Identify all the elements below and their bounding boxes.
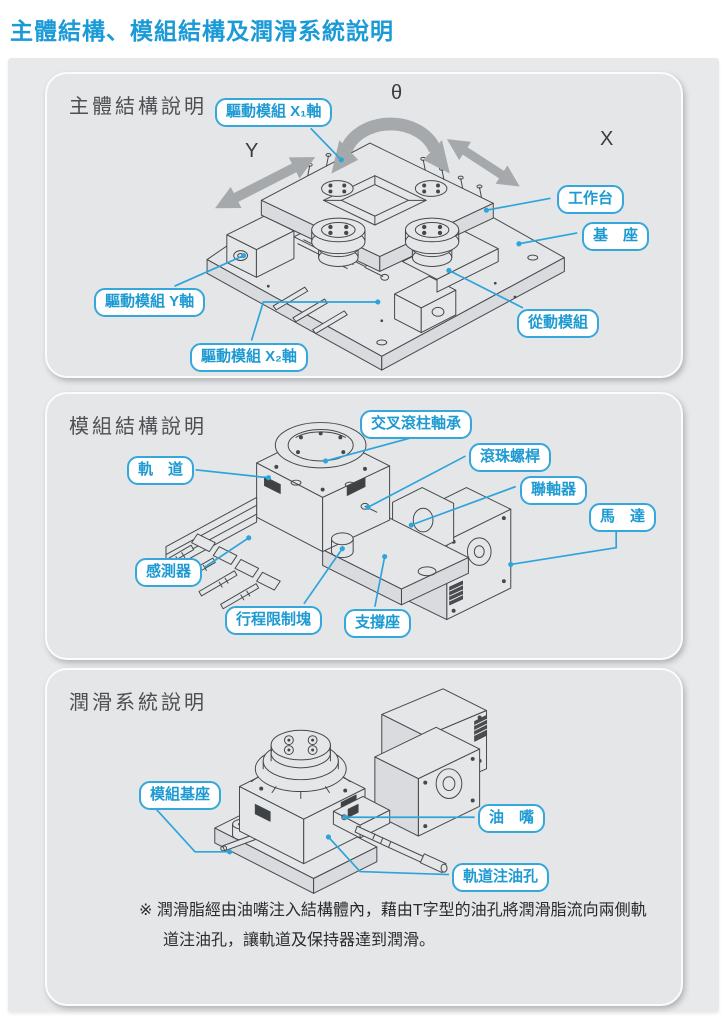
callout-sensor: 感測器: [135, 558, 203, 587]
motion-arrows: [214, 117, 520, 209]
panel-lubrication-system: 潤滑系統說明 模組基座 油 嘴 軌道注油孔 ※ 潤滑脂經由油嘴注入結構體內，藉由…: [45, 668, 683, 1006]
main-structure-diagram: [174, 117, 578, 371]
callout-ball-screw: 滾珠螺桿: [469, 443, 552, 472]
axis-y-label: Y: [245, 140, 259, 162]
panel-module-structure: 模組結構說明 交叉滾柱軸承 軌 道 滾珠螺桿 聯軸器 馬 達 感測器 行程限制塊…: [45, 392, 683, 660]
callout-oil-nozzle: 油 嘴: [478, 804, 546, 833]
callout-rail: 軌 道: [127, 456, 195, 485]
axis-theta-label: θ: [391, 82, 403, 104]
callout-motor: 馬 達: [589, 503, 657, 532]
callout-drive-module-x2-axis: 驅動模組 X₂軸: [190, 343, 308, 372]
panel-heading-lubrication: 潤滑系統說明: [69, 692, 207, 714]
lubrication-note: ※ 潤滑脂經由油嘴注入結構體內，藉由T字型的油孔將潤滑脂流向兩側軌 道注油孔，讓…: [139, 896, 647, 955]
callout-rail-oil-hole: 軌道注油孔: [452, 863, 550, 892]
callout-worktable: 工作台: [557, 185, 625, 214]
callout-coupling: 聯軸器: [520, 476, 588, 505]
note-line-1: ※ 潤滑脂經由油嘴注入結構體內，藉由T字型的油孔將潤滑脂流向兩側軌: [139, 902, 647, 919]
panel-main-structure: 主體結構說明 θ Y X 驅動模組 X₁軸 工作台 基 座 驅動模組 Y軸 驅動…: [45, 72, 683, 378]
content-container: 主體結構說明 θ Y X 驅動模組 X₁軸 工作台 基 座 驅動模組 Y軸 驅動…: [8, 58, 719, 1012]
callout-drive-module-y-axis: 驅動模組 Y軸: [94, 288, 206, 317]
page-title: 主體結構、模組結構及潤滑系統說明: [10, 18, 394, 44]
callout-support-seat: 支撐座: [344, 609, 412, 638]
module-structure-diagram: [155, 422, 618, 621]
panel-heading-main-structure: 主體結構說明: [69, 96, 207, 118]
note-line-2: 道注油孔，讓軌道及保持器達到潤滑。: [163, 931, 436, 949]
lubrication-diagram: [153, 688, 488, 894]
callout-cross-roller-bearing: 交叉滾柱軸承: [360, 410, 473, 439]
callout-stroke-limit-block: 行程限制塊: [225, 606, 323, 635]
callout-base: 基 座: [582, 222, 650, 251]
callout-drive-module-x1-axis: 驅動模組 X₁軸: [215, 98, 333, 127]
axis-x-label: X: [600, 128, 614, 150]
panel-heading-module-structure: 模組結構說明: [69, 416, 207, 438]
callout-driven-module: 從動模組: [517, 309, 600, 338]
callout-module-base: 模組基座: [139, 781, 222, 810]
